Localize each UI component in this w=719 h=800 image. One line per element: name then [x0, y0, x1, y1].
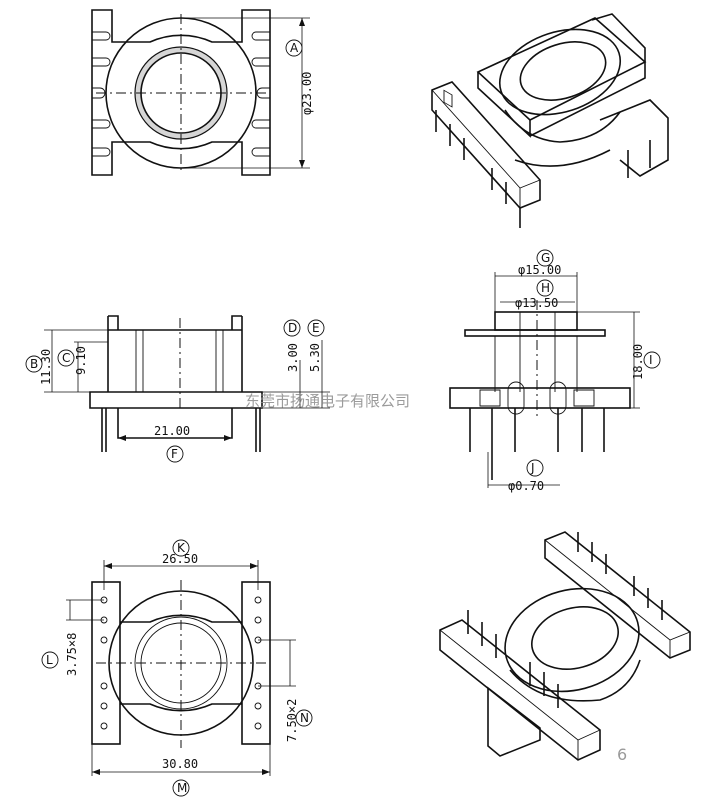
dim-m-value: 30.80 [162, 757, 198, 771]
label-j: J [530, 461, 535, 475]
dim-n-value: 7.50×2 [285, 699, 299, 742]
dim-e-value: 5.30 [308, 343, 322, 372]
label-m: M [177, 781, 187, 795]
top-view: φ23.00 A [91, 9, 314, 176]
label-i: I [649, 353, 653, 367]
dim-d-value: 3.00 [286, 343, 300, 372]
dim-g-value: φ15.00 [518, 263, 561, 277]
label-e: E [312, 321, 320, 335]
label-k: K [177, 541, 186, 555]
dim-l-value: 3.75×8 [65, 633, 79, 676]
iso-view-bottom [439, 531, 691, 761]
label-f: F [171, 447, 178, 461]
label-c: C [62, 351, 70, 365]
label-d: D [288, 321, 297, 335]
label-g: G [541, 251, 550, 265]
dim-h-value: φ13.50 [515, 296, 558, 310]
label-b: B [30, 357, 38, 371]
label-h: H [541, 281, 550, 295]
dim-b-value: 11.30 [39, 349, 53, 385]
dim-f-value: 21.00 [154, 424, 190, 438]
iso-view-top [431, 13, 669, 228]
dim-i-value: 18.00 [631, 344, 645, 380]
front-view: 11.30 9.10 B C 3.00 5.30 D E 21.00 F [25, 315, 330, 463]
side-view: φ15.00 G φ13.50 H 18.00 I φ0.70 J [449, 249, 661, 493]
dim-j-value: φ0.70 [508, 479, 544, 493]
dim-k-value: 26.50 [162, 552, 198, 566]
label-a: A [290, 41, 299, 55]
dim-a-value: φ23.00 [300, 72, 314, 115]
dim-c-value: 9.10 [74, 346, 88, 375]
watermark: 东莞市扬通电子有限公司 [245, 392, 410, 410]
bottom-view: 26.50 K 3.75×8 L 7.50×2 N 30.80 M [41, 539, 313, 797]
page-number: 6 [617, 745, 627, 764]
label-l: L [46, 653, 53, 667]
label-n: N [300, 711, 309, 725]
